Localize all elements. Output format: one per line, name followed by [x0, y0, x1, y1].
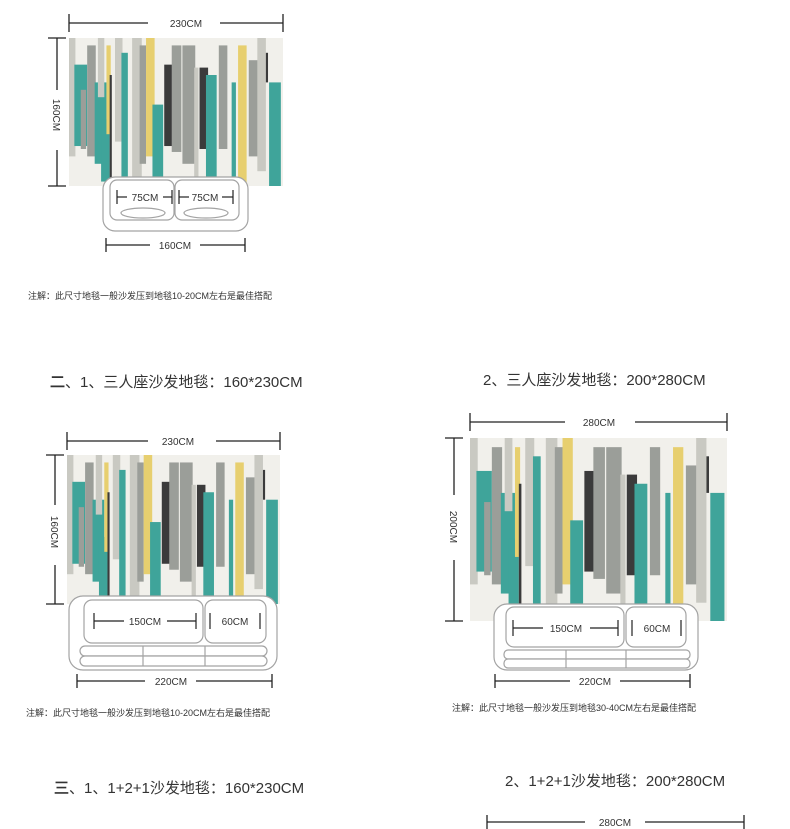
figure-1: 230CM 160CM 75CM 75CM [48, 14, 284, 252]
seat-left-label: 75CM [132, 193, 159, 204]
sofa-width-label: 220CM [155, 677, 187, 688]
sofa-width-label: 220CM [579, 677, 611, 688]
rug-width-label: 280CM [599, 818, 631, 829]
rug-image [69, 38, 283, 186]
seat-side-label: 60CM [644, 624, 671, 635]
section-2-title: 二、1、三人座沙发地毯：160*230CM [50, 371, 303, 392]
sofa-width-label: 160CM [159, 241, 191, 252]
section-3-prefix: 三 [54, 780, 70, 797]
section-3-title: 三、1、1+2+1沙发地毯：160*230CM [54, 777, 304, 798]
seat-main-label: 150CM [129, 617, 161, 628]
seat-right-label: 75CM [192, 193, 219, 204]
rug-width-label: 230CM [170, 19, 202, 30]
rug-height-label: 160CM [50, 99, 61, 131]
rug-height-label: 200CM [447, 511, 458, 543]
section-2-title-text: 、1、三人座沙发地毯：160*230CM [65, 374, 303, 391]
note-figure-3: 注解：此尺寸地毯一般沙发压到地毯30-40CM左右是最佳搭配 [452, 703, 697, 713]
note-figure-1: 注解：此尺寸地毯一般沙发压到地毯10-20CM左右是最佳搭配 [28, 291, 273, 301]
seat-side-label: 60CM [222, 617, 249, 628]
section-2-title-right: 2、三人座沙发地毯：200*280CM [483, 372, 706, 389]
sofa-outline [493, 603, 699, 671]
rug-image [67, 455, 280, 604]
sofa-outline [68, 595, 278, 671]
section-3-title-right: 2、1+2+1沙发地毯：200*280CM [505, 773, 726, 790]
figure-2: 230CM 160CM 150CM 60CM [46, 432, 281, 688]
figure-4: 280CM [486, 815, 745, 829]
note-figure-2: 注解：此尺寸地毯一般沙发压到地毯10-20CM左右是最佳搭配 [26, 708, 271, 718]
rug-height-label: 160CM [48, 516, 59, 548]
figure-3: 280CM 200CM 150CM 60CM [445, 413, 728, 688]
sofa-outline [102, 176, 249, 232]
section-2-prefix: 二 [50, 374, 66, 391]
rug-width-label: 230CM [162, 437, 194, 448]
rug-image [470, 438, 727, 621]
section-3-title-text: 、1、1+2+1沙发地毯：160*230CM [69, 780, 305, 797]
seat-main-label: 150CM [550, 624, 582, 635]
rug-width-label: 280CM [583, 418, 615, 429]
